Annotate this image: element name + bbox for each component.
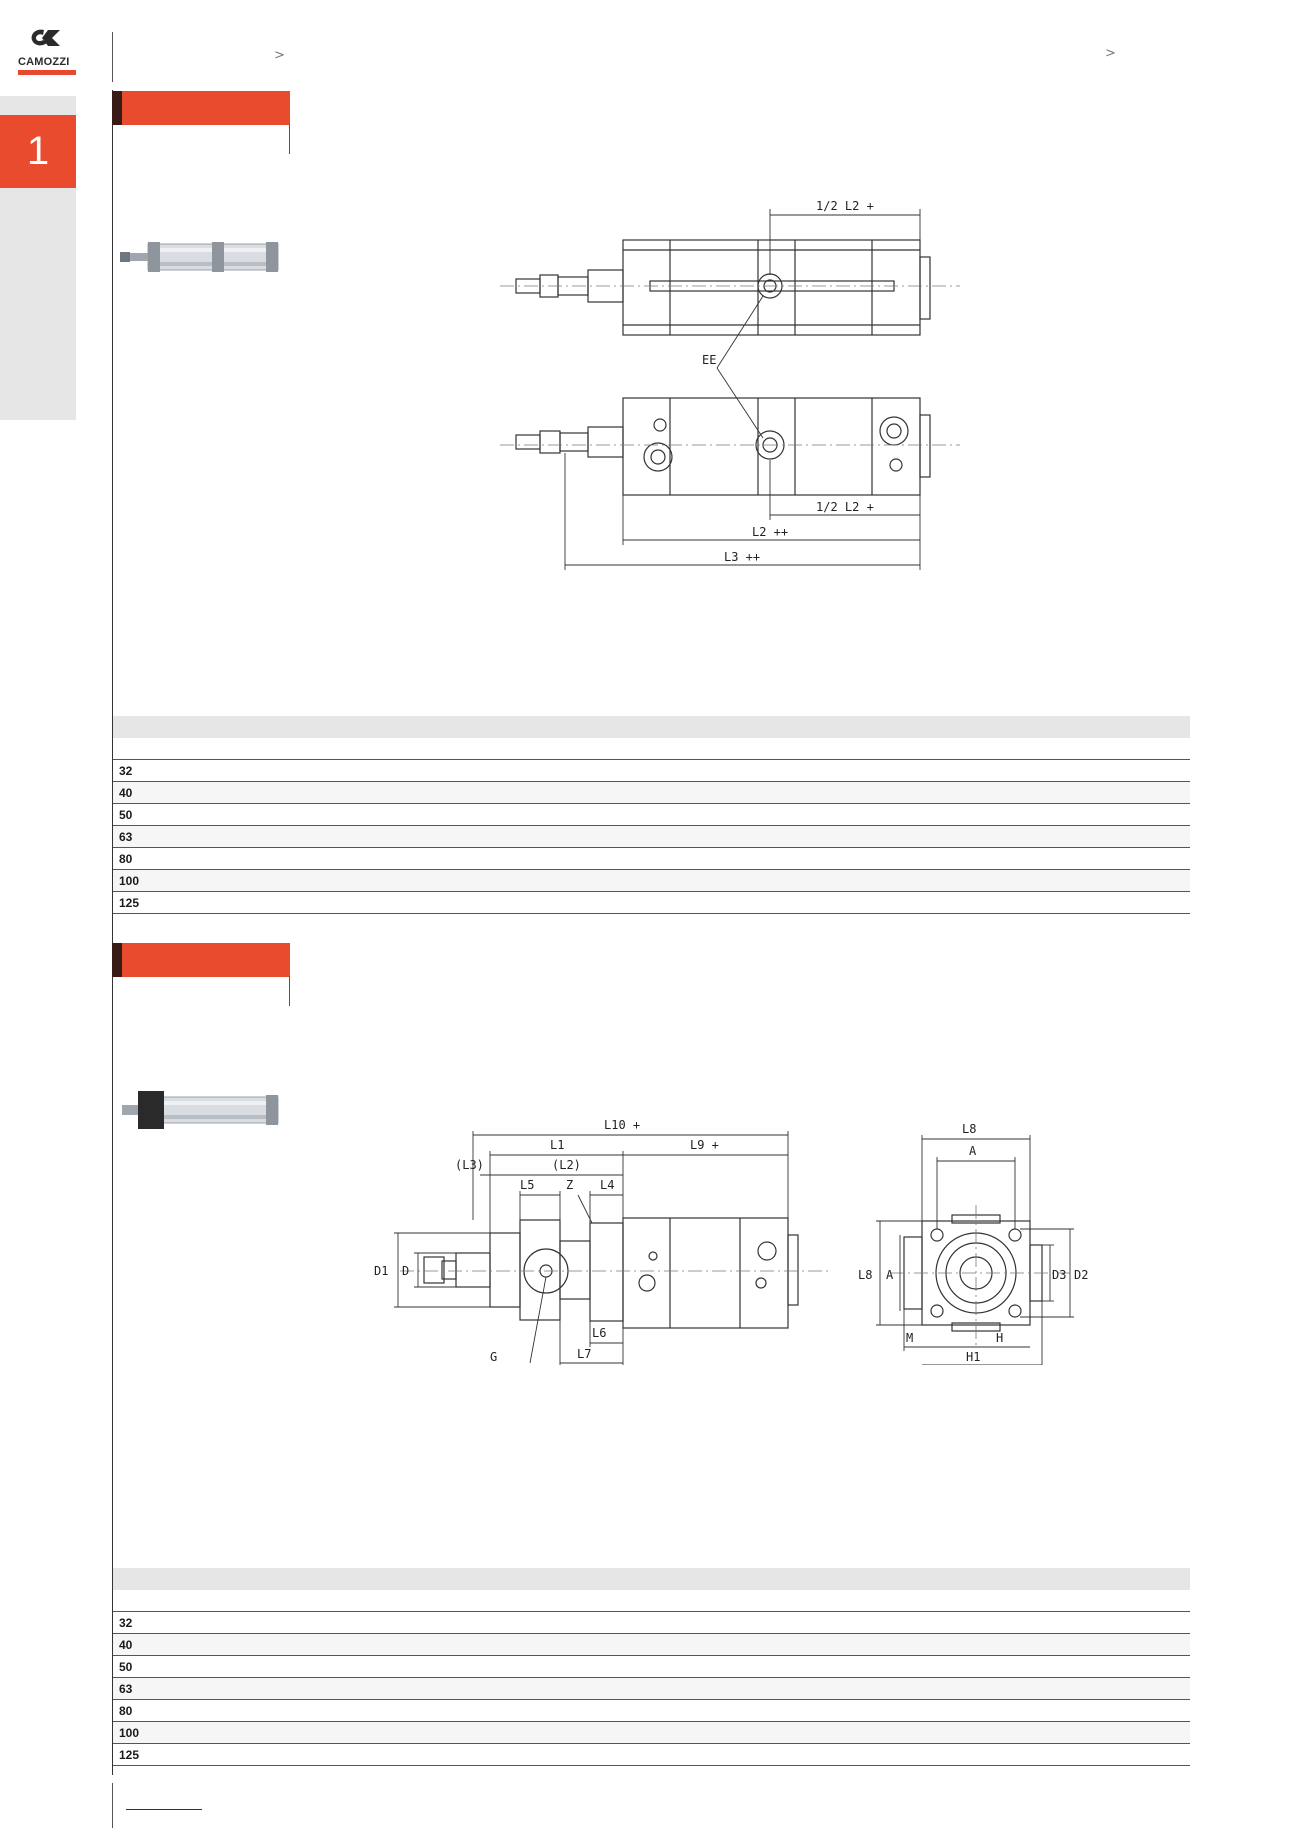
row-size: 100: [119, 874, 140, 888]
label-l8-side: L8: [858, 1268, 872, 1282]
table-row: 80: [113, 848, 1190, 870]
breadcrumb-chevron-left: >: [274, 48, 285, 63]
section2-header-line: [289, 976, 290, 1006]
row-size: 32: [119, 1616, 133, 1630]
row-size: 125: [119, 1748, 140, 1762]
table-row: 100: [113, 1722, 1190, 1744]
table-row: 80: [113, 1700, 1190, 1722]
label-l3: L3 ++: [724, 550, 760, 564]
section1-header-bar: [112, 91, 290, 125]
label-a-side: A: [886, 1268, 894, 1282]
label-m: M: [906, 1331, 913, 1345]
label-g: G: [490, 1350, 497, 1364]
table-row: 63: [113, 826, 1190, 848]
table-row: 63: [113, 1678, 1190, 1700]
footer-divider-horizontal: [126, 1809, 202, 1810]
header-divider: [112, 32, 113, 82]
row-size: 100: [119, 1726, 140, 1740]
table-header-subrow: [113, 1590, 1190, 1612]
table-row: 40: [113, 1634, 1190, 1656]
row-size: 63: [119, 830, 133, 844]
cylinder-photo-2: [122, 1091, 279, 1129]
label-h1: H1: [966, 1350, 980, 1364]
table-row: 50: [113, 1656, 1190, 1678]
table-row: 100: [113, 870, 1190, 892]
label-z: Z: [566, 1178, 573, 1192]
row-size: 50: [119, 808, 133, 822]
table-header-subrow: [113, 738, 1190, 760]
label-a-top: A: [969, 1144, 977, 1158]
row-size: 50: [119, 1660, 133, 1674]
cylinder-photo-1: [120, 242, 279, 272]
label-l8-top: L8: [962, 1122, 976, 1136]
brand-name: CAMOZZI: [18, 56, 70, 68]
main-vertical-rule: [112, 90, 113, 1775]
label-l3-paren: (L3): [455, 1158, 484, 1172]
label-l7: L7: [577, 1347, 591, 1361]
label-d2: D2: [1074, 1268, 1088, 1282]
section1-cylinder-drawing: 1/2 L2 + EE 1/2 L2 + L2 ++ L3 ++: [500, 199, 960, 570]
label-d1: D1: [374, 1264, 388, 1278]
row-size: 32: [119, 764, 133, 778]
label-l2-paren: (L2): [552, 1158, 581, 1172]
section2-dimension-table: 32 40 50 63 80 100 125: [113, 1568, 1190, 1766]
section2-pivot-drawing: L10 + L1 L9 + (L3) (L2) L5 Z L4 D1 D G L…: [374, 1118, 1088, 1365]
row-size: 80: [119, 852, 133, 866]
label-ee: EE: [702, 353, 716, 367]
breadcrumb-chevron-right: >: [1105, 46, 1116, 61]
label-half-l2-top: 1/2 L2 +: [816, 199, 874, 213]
row-size: 125: [119, 896, 140, 910]
chapter-tab[interactable]: 1: [0, 115, 76, 188]
camozzi-logo-icon: [31, 29, 60, 46]
table-row: 32: [113, 1612, 1190, 1634]
label-l9: L9 +: [690, 1138, 719, 1152]
table-row: 40: [113, 782, 1190, 804]
label-l2: L2 ++: [752, 525, 788, 539]
section2-header-bar: [112, 943, 290, 977]
row-size: 63: [119, 1682, 133, 1696]
table-row: 50: [113, 804, 1190, 826]
label-l5: L5: [520, 1178, 534, 1192]
label-h: H: [996, 1331, 1003, 1345]
row-size: 80: [119, 1704, 133, 1718]
label-l6: L6: [592, 1326, 606, 1340]
table-header-band: [113, 716, 1190, 738]
label-l1: L1: [550, 1138, 564, 1152]
table-row: 125: [113, 892, 1190, 914]
row-size: 40: [119, 786, 133, 800]
table-row: 125: [113, 1744, 1190, 1766]
table-row: 32: [113, 760, 1190, 782]
label-l4: L4: [600, 1178, 614, 1192]
section1-header-line: [289, 124, 290, 154]
footer-divider-vertical: [112, 1783, 113, 1828]
section1-dimension-table: 32 40 50 63 80 100 125: [113, 716, 1190, 914]
label-l10: L10 +: [604, 1118, 640, 1132]
table-header-band: [113, 1568, 1190, 1590]
brand-underline: [18, 70, 76, 75]
label-d3: D3: [1052, 1268, 1066, 1282]
label-half-l2-bottom: 1/2 L2 +: [816, 500, 874, 514]
row-size: 40: [119, 1638, 133, 1652]
label-d: D: [402, 1264, 409, 1278]
